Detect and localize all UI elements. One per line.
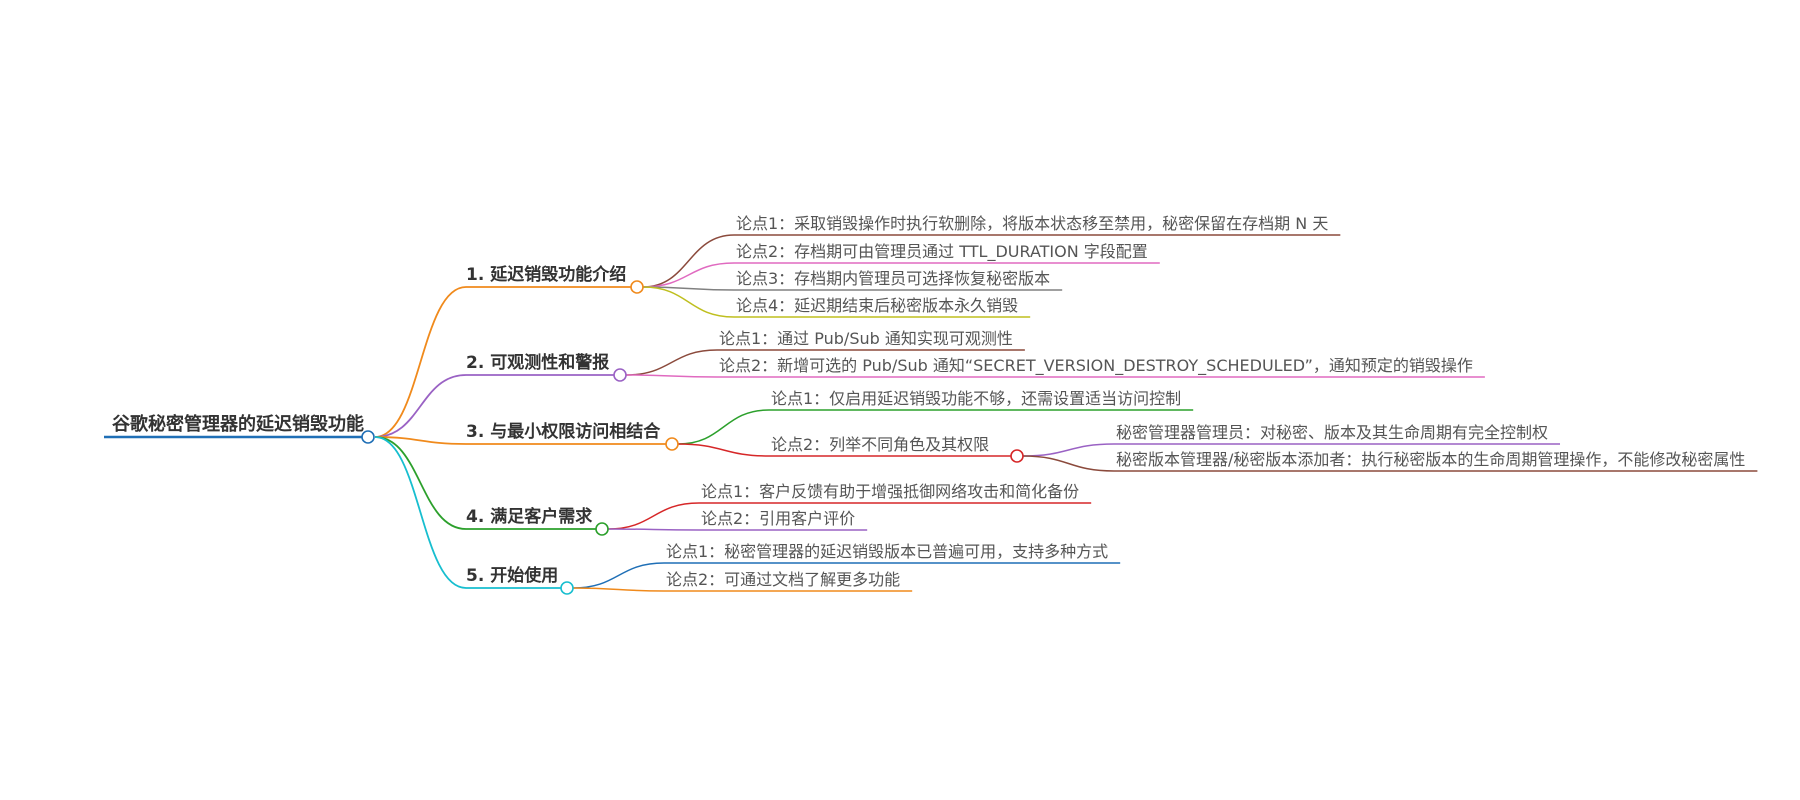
mindmap-underlines xyxy=(104,234,1758,592)
leaf-topic-4-2: 论点2：引用客户评价 xyxy=(701,509,855,528)
branch-topic-3: 3. 与最小权限访问相结合 xyxy=(466,421,661,442)
root-topic: 谷歌秘密管理器的延迟销毁功能 xyxy=(112,413,364,435)
mindmap-connectors xyxy=(374,234,1115,592)
leaf-connector-2-1 xyxy=(625,349,718,376)
subleaf-topic-2: 秘密版本管理器/秘密版本添加者：执行秘密版本的生命周期管理操作，不能修改秘密属性 xyxy=(1116,450,1745,469)
leaf-connector-3-2 xyxy=(677,443,770,457)
branch-topic-5: 5. 开始使用 xyxy=(466,565,558,586)
leaf-connector-1-1 xyxy=(642,234,735,288)
branch-junction-1 xyxy=(630,280,644,294)
leaf-connector-3-1 xyxy=(677,409,770,445)
leaf-topic-5-1: 论点1：秘密管理器的延迟销毁版本已普遍可用，支持多种方式 xyxy=(666,542,1108,561)
leaf-topic-2-2: 论点2：新增可选的 Pub/Sub 通知“SECRET_VERSION_DEST… xyxy=(719,356,1473,376)
branch-junction-3 xyxy=(665,437,679,451)
root-junction xyxy=(361,430,375,444)
branch-connector-1 xyxy=(374,286,467,438)
leaf-topic-2-1: 论点1：通过 Pub/Sub 通知实现可观测性 xyxy=(719,329,1013,348)
branch-junction-5 xyxy=(560,581,574,595)
leaf-topic-4-1: 论点1：客户反馈有助于增强抵御网络攻击和简化备份 xyxy=(701,482,1079,501)
leaf-topic-3-2: 论点2：列举不同角色及其权限 xyxy=(771,435,989,454)
leaf-topic-1-1: 论点1：采取销毁操作时执行软删除，将版本状态移至禁用，秘密保留在存档期 N 天 xyxy=(736,214,1328,233)
leaf-connector-1-2 xyxy=(642,262,735,288)
branch-junction-2 xyxy=(613,368,627,382)
leaf-topic-1-3: 论点3：存档期内管理员可选择恢复秘密版本 xyxy=(736,269,1050,288)
subleaf-topic-1: 秘密管理器管理员：对秘密、版本及其生命周期有完全控制权 xyxy=(1116,423,1548,442)
branch-topic-2: 2. 可观测性和警报 xyxy=(466,352,609,373)
leaf-junction-3-2 xyxy=(1010,449,1024,463)
branch-connector-4 xyxy=(374,436,467,530)
branch-junction-4 xyxy=(595,522,609,536)
leaf-connector-5-2 xyxy=(572,587,665,592)
leaf-topic-1-4: 论点4：延迟期结束后秘密版本永久销毁 xyxy=(736,296,1018,315)
mindmap-labels: 谷歌秘密管理器的延迟销毁功能 1. 延迟销毁功能介绍 论点1：采取销毁操作时执行软删… xyxy=(112,214,1745,589)
branch-connector-2 xyxy=(374,374,467,438)
subleaf-connector-2 xyxy=(1022,455,1115,472)
subleaf-connector-1 xyxy=(1022,443,1115,457)
leaf-connector-5-1 xyxy=(572,562,665,589)
leaf-topic-5-2: 论点2：可通过文档了解更多功能 xyxy=(666,570,900,589)
branch-connector-3 xyxy=(374,436,467,445)
branch-topic-4: 4. 满足客户需求 xyxy=(466,506,592,527)
mindmap-junctions xyxy=(361,280,1024,595)
leaf-connector-4-1 xyxy=(607,502,700,530)
leaf-topic-3-1: 论点1：仅启用延迟销毁功能不够，还需设置适当访问控制 xyxy=(771,389,1181,408)
branch-connector-5 xyxy=(374,436,467,589)
leaf-connector-1-4 xyxy=(642,286,735,318)
branch-topic-1: 1. 延迟销毁功能介绍 xyxy=(466,264,626,285)
leaf-connector-1-3 xyxy=(642,286,735,291)
leaf-connector-2-2 xyxy=(625,374,718,378)
leaf-connector-4-2 xyxy=(607,528,700,531)
leaf-topic-1-2: 论点2：存档期可由管理员通过 TTL_DURATION 字段配置 xyxy=(736,242,1148,262)
